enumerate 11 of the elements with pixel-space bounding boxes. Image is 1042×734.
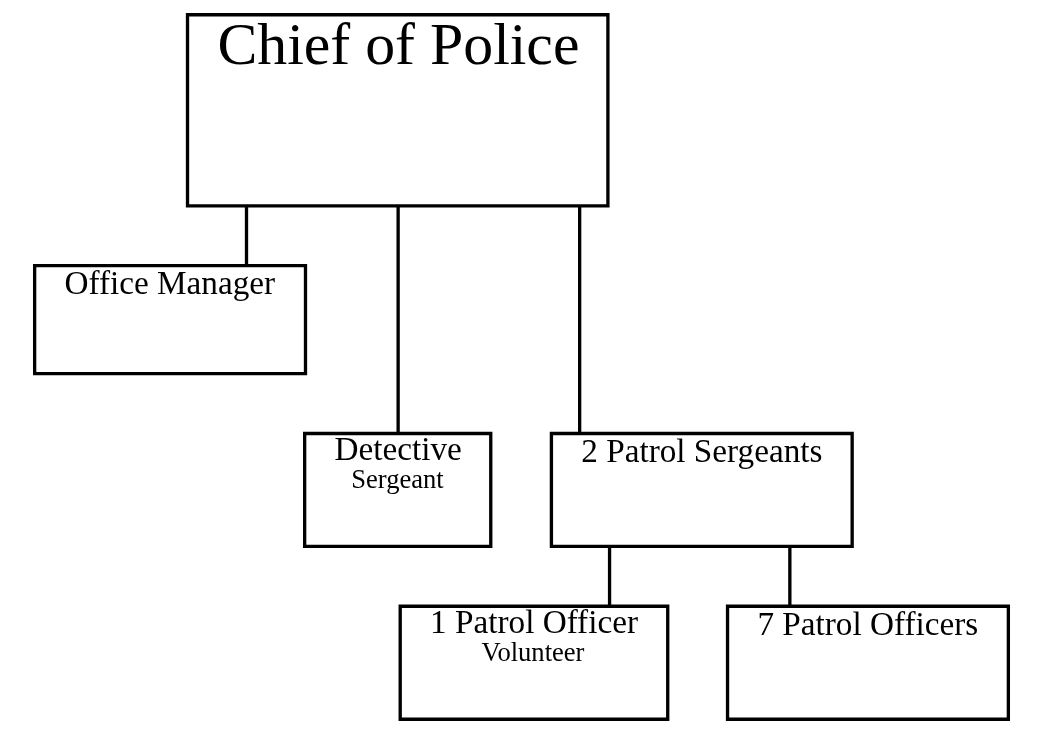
node-box: Office Manager	[32, 263, 307, 376]
node-box: Detective Sergeant	[302, 431, 492, 549]
connector	[607, 546, 611, 607]
connector	[787, 546, 791, 607]
connector	[244, 206, 248, 266]
node-box: 2 Patrol Sergeants	[549, 431, 854, 549]
node-box: Chief of Police	[185, 13, 610, 208]
connector	[395, 206, 400, 434]
node-box: 7 Patrol Officers	[725, 604, 1010, 721]
connector	[577, 206, 581, 434]
node-box: 1 Patrol Officer Volunteer	[398, 604, 669, 721]
